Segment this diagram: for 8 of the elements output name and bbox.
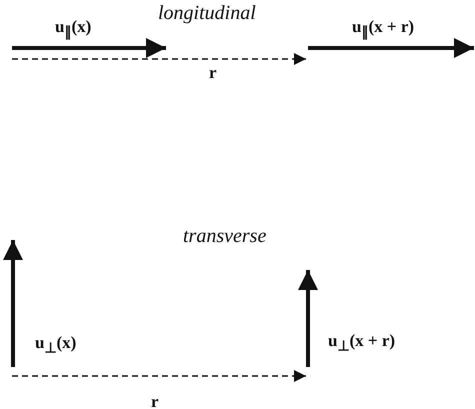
vector-label: u$_{⊥}$(x + r) [328, 332, 396, 354]
vector-label: u$_{⊥}$(x) [35, 334, 76, 356]
vector-label: u$_{∥}$(x) [55, 18, 92, 40]
separation-label: r [209, 64, 217, 81]
diagram-heading: transverse [183, 226, 266, 246]
diagram-heading: longitudinal [158, 3, 256, 23]
vector-label: u$_{∥}$(x + r) [352, 18, 414, 40]
separation-label: r [151, 393, 159, 409]
